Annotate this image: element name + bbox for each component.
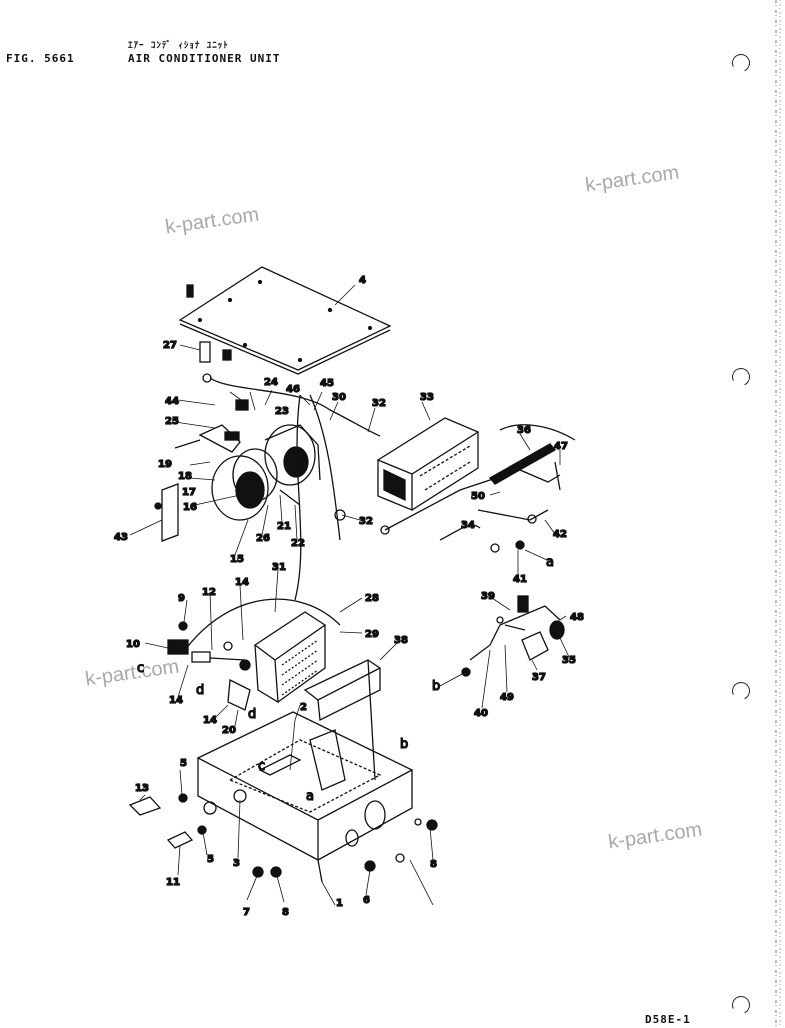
heater-element (489, 443, 556, 485)
cover-plate (178, 266, 392, 375)
callout-10: 10 (126, 639, 140, 650)
ref-letter-b: b (400, 737, 408, 752)
callout-32: 32 (359, 516, 373, 527)
callout-48: 48 (570, 612, 584, 623)
leader-lines (129, 284, 570, 906)
callout-29: 29 (365, 629, 379, 640)
callout-6: 6 (363, 895, 370, 906)
ref-letter-a: a (306, 789, 314, 804)
callout-24: 24 (264, 377, 278, 388)
valve-assembly (167, 621, 251, 711)
grommet (334, 509, 346, 521)
callout-14: 14 (169, 695, 183, 706)
callout-11: 11 (166, 877, 180, 888)
figure-number: FIG. 5661 (6, 52, 75, 65)
drier-assembly (461, 595, 565, 677)
callout-45: 45 (320, 378, 334, 389)
condenser-core (253, 611, 327, 704)
callout-19: 19 (158, 459, 172, 470)
screw (154, 502, 162, 510)
title-english: AIR CONDITIONER UNIT (128, 52, 281, 65)
callout-39: 39 (481, 591, 495, 602)
scan-edge (775, 0, 781, 1028)
wire-harness (209, 377, 381, 437)
evaporator-box (376, 417, 480, 511)
callout-4: 4 (359, 275, 366, 286)
callout-42: 42 (553, 529, 567, 540)
callout-43: 43 (114, 532, 128, 543)
callout-38: 38 (394, 635, 408, 646)
callout-2: 2 (300, 702, 307, 713)
page-code: D58E-1 (645, 1013, 691, 1026)
pipe (439, 524, 481, 541)
nut (490, 543, 500, 553)
callout-27: 27 (163, 340, 177, 351)
callout-30: 30 (332, 392, 346, 403)
callout-17: 17 (182, 487, 196, 498)
callout-26: 26 (256, 533, 270, 544)
callout-15: 15 (230, 554, 244, 565)
pipe (499, 424, 576, 441)
hose (184, 598, 341, 651)
pipe (477, 509, 549, 521)
ref-letter-c: c (258, 759, 265, 774)
ref-letter-d: d (196, 683, 204, 698)
callout-32: 32 (372, 398, 386, 409)
pipe (384, 469, 561, 531)
relay (199, 341, 232, 383)
filter (303, 659, 382, 781)
callout-21: 21 (277, 521, 291, 532)
callout-16: 16 (183, 502, 197, 513)
callout-47: 47 (554, 441, 568, 452)
nut (527, 514, 537, 524)
title-japanese: ｴｱｰ ｺﾝﾃﾞ ｨｼｮﾅ ﾕﾆｯﾄ (128, 41, 229, 51)
callout-46: 46 (286, 384, 300, 395)
callout-25: 25 (165, 416, 179, 427)
main-case (196, 711, 414, 883)
callout-13: 13 (135, 783, 149, 794)
callout-3: 3 (233, 858, 240, 869)
callout-9: 9 (178, 593, 185, 604)
blower-assembly (174, 399, 321, 521)
callout-37: 37 (532, 672, 546, 683)
callout-14: 14 (203, 715, 217, 726)
callout-1: 1 (336, 898, 343, 909)
callout-41: 41 (513, 574, 527, 585)
hose (294, 394, 302, 601)
callout-20: 20 (222, 725, 236, 736)
callout-5: 5 (207, 854, 214, 865)
callout-8: 8 (282, 907, 289, 918)
callout-5: 5 (180, 758, 187, 769)
bracket (161, 483, 179, 542)
callout-12: 12 (202, 587, 216, 598)
callout-14: 14 (235, 577, 249, 588)
ref-letter-a: a (546, 555, 554, 570)
ref-letter-b: b (432, 679, 440, 694)
callout-8: 8 (430, 859, 437, 870)
callout-50: 50 (471, 491, 485, 502)
pipe (554, 461, 561, 491)
callout-35: 35 (562, 655, 576, 666)
callout-28: 28 (365, 593, 379, 604)
ref-letter-c: c (137, 661, 144, 676)
callout-23: 23 (275, 406, 289, 417)
callout-40: 40 (474, 708, 488, 719)
nut (380, 525, 390, 535)
callout-49: 49 (500, 692, 514, 703)
callout-44: 44 (165, 396, 179, 407)
hose (309, 394, 341, 541)
ref-letter-d: d (248, 707, 256, 722)
callout-34: 34 (461, 520, 475, 531)
callout-36: 36 (517, 425, 531, 436)
case-hardware (128, 793, 438, 878)
callout-31: 31 (272, 562, 286, 573)
callout-7: 7 (243, 907, 250, 918)
callout-33: 33 (420, 392, 434, 403)
callout-22: 22 (291, 538, 305, 549)
nut (515, 540, 525, 550)
callout-18: 18 (178, 471, 192, 482)
